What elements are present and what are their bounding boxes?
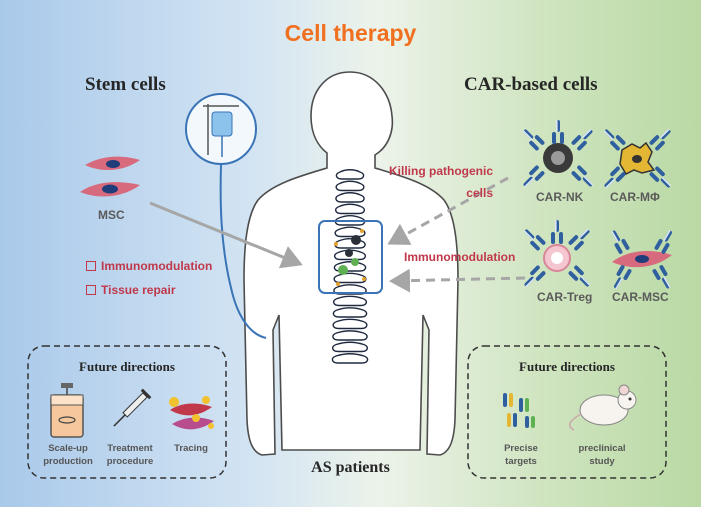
car-msc-icon (607, 227, 677, 292)
antibody-target-icon (503, 393, 535, 428)
future-left-title: Future directions (79, 359, 175, 374)
car-effect-immunomodulation: Immunomodulation (404, 250, 516, 264)
bioreactor-icon (50, 383, 84, 438)
spine-icon (331, 169, 369, 364)
vertebra (334, 203, 366, 215)
vertebra (332, 307, 368, 318)
future-item-preclinical: preclinical study (578, 443, 626, 467)
vertebra (332, 295, 368, 307)
future-item-precise-targets: Precise targets (504, 443, 538, 467)
treg-cell-icon (520, 220, 594, 291)
vertebra (331, 341, 369, 353)
msc-label: MSC (98, 208, 125, 222)
car-cells-heading: CAR-based cells (464, 74, 598, 95)
syringe-icon (113, 388, 152, 427)
macrophage-icon (600, 125, 675, 192)
stem-effect-1: Immunomodulation (86, 259, 212, 273)
lesion-box (318, 220, 383, 294)
vertebra (332, 330, 368, 341)
msc-cell-icon (80, 156, 140, 197)
car-treg-label: CAR-Treg (537, 290, 593, 304)
vertebra (335, 169, 365, 180)
future-right-title: Future directions (519, 359, 615, 374)
vertebra (334, 226, 366, 238)
figure-title: Cell therapy (284, 20, 417, 46)
car-msc-label: CAR-MSC (612, 290, 669, 304)
vertebra (332, 318, 368, 330)
mouse-icon (569, 384, 637, 431)
vertebra (335, 180, 365, 192)
future-box-left (27, 345, 227, 479)
nk-cell-icon (519, 120, 597, 191)
vertebra (331, 353, 369, 364)
iv-bag-icon (185, 93, 267, 339)
vertebra (333, 272, 367, 284)
vertebra (333, 284, 367, 295)
car-mphi-label: CAR-MΦ (610, 190, 660, 204)
as-patients-label: AS patients (311, 459, 390, 476)
car-effect-killing: Killing pathogenic cells (389, 164, 493, 200)
future-box-right (467, 345, 667, 479)
stem-effect-2: Tissue repair (86, 283, 175, 297)
vertebra (335, 192, 365, 203)
cells-in-lesion (334, 229, 366, 286)
tracing-cells-icon (169, 396, 214, 430)
stem-cells-heading: Stem cells (85, 74, 166, 95)
car-nk-label: CAR-NK (536, 190, 584, 204)
future-item-tracing: Tracing (174, 443, 208, 454)
future-item-treatment: Treatment procedure (106, 443, 154, 467)
future-item-scale-up: Scale-up production (43, 443, 93, 467)
